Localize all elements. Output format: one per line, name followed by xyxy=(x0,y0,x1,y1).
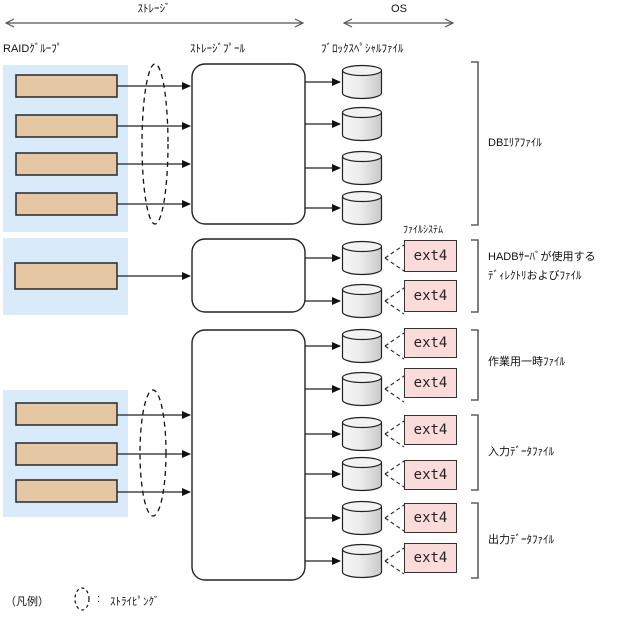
disk xyxy=(15,74,118,98)
block-special-file-cylinder xyxy=(341,371,383,407)
filesystem-box: ext4 xyxy=(404,328,457,358)
storage-span-label: ｽﾄﾚｰｼﾞ xyxy=(137,3,171,15)
block-special-file-cylinder xyxy=(341,64,383,100)
filesystem-box: ext4 xyxy=(404,415,457,445)
filesystem-box: ext4 xyxy=(404,280,457,312)
striping-ellipse-1 xyxy=(141,63,169,225)
raid-group-label: RAIDｸﾞﾙｰﾌﾟ xyxy=(3,43,63,55)
filesystem-box: ext4 xyxy=(404,460,457,490)
fs-connector xyxy=(384,375,405,403)
output-data-file-label: 出力ﾃﾞｰﾀﾌｧｲﾙ xyxy=(488,534,554,546)
legend-colon: : xyxy=(97,593,101,605)
disk xyxy=(15,402,118,426)
pool-to-device-arrows xyxy=(305,78,341,565)
block-special-file-cylinder xyxy=(341,283,383,319)
block-special-file-cylinder xyxy=(341,500,383,536)
disk xyxy=(15,479,118,503)
block-special-file-cylinder xyxy=(341,416,383,452)
block-special-file-label: ﾌﾞﾛｯｸｽﾍﾟｼｬﾙﾌｧｲﾙ xyxy=(321,43,404,55)
disk xyxy=(15,114,118,138)
block-special-file-cylinder xyxy=(341,190,383,226)
block-special-file-cylinder xyxy=(341,328,383,364)
fs-connector xyxy=(384,420,405,448)
disk-to-pool-arrows xyxy=(117,82,191,496)
storage-pool-1 xyxy=(191,63,306,225)
disk xyxy=(15,152,118,176)
striping-ellipse-2 xyxy=(139,389,167,517)
fs-connector xyxy=(384,332,405,360)
filesystem-box: ext4 xyxy=(404,543,457,573)
work-temp-file-label: 作業用一時ﾌｧｲﾙ xyxy=(488,356,565,368)
hadb-usage-label-line1: HADBｻｰﾊﾞが使用する xyxy=(488,251,596,263)
os-span-label: OS xyxy=(391,3,407,15)
group-brackets xyxy=(471,61,479,579)
input-data-file-label: 入力ﾃﾞｰﾀﾌｧｲﾙ xyxy=(488,446,554,458)
filesystem-box: ext4 xyxy=(404,503,457,533)
block-special-file-cylinder xyxy=(341,543,383,579)
legend-striping-label: ｽﾄﾗｲﾋﾟﾝｸﾞ xyxy=(110,596,160,608)
fs-connector xyxy=(384,504,405,532)
block-special-file-cylinder xyxy=(341,150,383,186)
filesystem-box: ext4 xyxy=(404,368,457,398)
storage-pool-2 xyxy=(191,238,306,313)
disk xyxy=(14,262,118,290)
hadb-usage-label-line2: ﾃﾞｨﾚｸﾄﾘおよびﾌｧｲﾙ xyxy=(488,270,582,282)
filesystem-box: ext4 xyxy=(404,240,457,272)
file-system-label: ﾌｧｲﾙｼｽﾃﾑ xyxy=(403,225,443,236)
disk xyxy=(15,192,118,216)
fs-connector xyxy=(384,287,405,315)
db-area-file-label: DBｴﾘｱﾌｧｲﾙ xyxy=(488,137,542,149)
legend-striping-ellipse xyxy=(74,587,90,611)
block-special-file-cylinder xyxy=(341,106,383,142)
storage-pool-label: ｽﾄﾚｰｼﾞﾌﾟｰﾙ xyxy=(190,43,245,55)
block-special-file-cylinder xyxy=(341,240,383,276)
legend-prefix: （凡例） xyxy=(5,596,49,608)
fs-connector xyxy=(384,244,405,272)
fs-connector xyxy=(384,460,405,488)
block-special-file-cylinder xyxy=(341,456,383,492)
storage-pool-3 xyxy=(191,329,306,581)
disk xyxy=(15,442,118,466)
fs-connector xyxy=(384,547,405,575)
